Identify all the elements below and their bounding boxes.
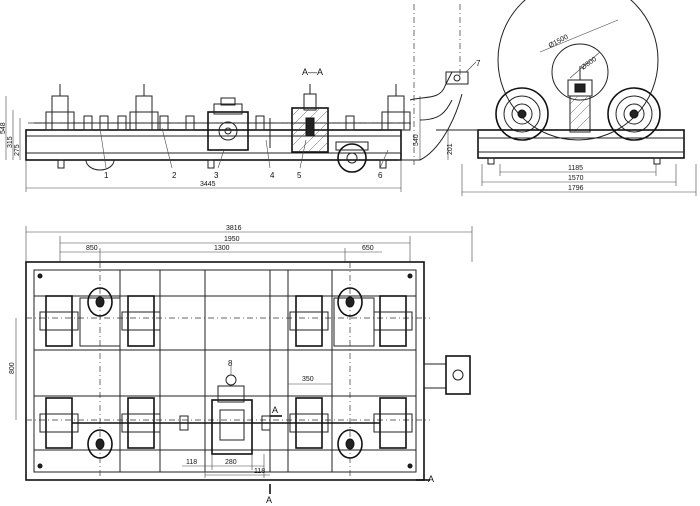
- dim-roller-dia: Ø800: [580, 56, 598, 72]
- wheel-section: [335, 141, 369, 173]
- left-roller: [495, 87, 549, 141]
- gear-section: [291, 84, 329, 153]
- part-number-4: 4: [270, 171, 275, 180]
- bearing-pedestal: [129, 84, 159, 131]
- section-mark-a: A: [272, 405, 278, 415]
- dim-height-315: 315: [7, 136, 14, 148]
- gear-disc: [337, 429, 363, 459]
- dim-height-275: 275: [14, 144, 21, 156]
- gear-disc: [337, 287, 363, 317]
- section-mark-a: A: [266, 495, 272, 505]
- dim-height-548: 548: [0, 122, 7, 134]
- roller-assembly: [39, 295, 121, 347]
- roller-assembly: [121, 295, 161, 347]
- part-number-8: 8: [228, 359, 233, 368]
- bearing-pedestal: [45, 84, 75, 131]
- dim-overall-length: 3445: [200, 181, 216, 188]
- workpiece-circle: [497, 0, 659, 141]
- right-roller: [607, 87, 661, 141]
- dim-plan-280: 280: [225, 459, 237, 466]
- dim-plan-850: 850: [86, 245, 98, 252]
- part-number-5: 5: [297, 171, 302, 180]
- part-number-1: 1: [104, 171, 109, 180]
- roller-assembly: [289, 295, 329, 347]
- dim-side-width-1570: 1570: [568, 175, 584, 182]
- dim-side-width-1796: 1796: [568, 185, 584, 192]
- plan-frame: [25, 261, 425, 481]
- section-title: A—A: [302, 67, 323, 77]
- part-number-6: 6: [378, 171, 383, 180]
- side-motor: [445, 355, 471, 395]
- bearing-pedestal: [381, 84, 411, 131]
- central-gearbox: [211, 374, 253, 455]
- section-mark-a: A: [428, 474, 434, 484]
- dim-plan-118-right: 118: [254, 468, 265, 475]
- part-number-3: 3: [214, 171, 219, 180]
- gear-disc: [87, 429, 113, 459]
- dim-plan-1950: 1950: [224, 236, 240, 243]
- side-view: Ø1500 Ø800 7 2: [436, 0, 697, 196]
- dim-height-540: 540: [413, 134, 420, 146]
- dim-plan-1300: 1300: [214, 245, 230, 252]
- dim-plan-650: 650: [362, 245, 374, 252]
- dim-plan-118-left: 118: [186, 459, 197, 466]
- dim-height-201: 201: [447, 143, 454, 155]
- gear-disc: [87, 287, 113, 317]
- plan-view: 3816 1950 1300 850 650: [9, 225, 473, 505]
- dim-side-width-1185: 1185: [568, 165, 583, 172]
- gearbox: [207, 97, 249, 151]
- dim-plan-overall: 3816: [226, 225, 242, 232]
- front-elevation: 1 2 3 4 5 6 3445 548 315 275 A—A 540: [0, 67, 421, 192]
- part-number-2: 2: [172, 171, 177, 180]
- dim-plan-350: 350: [302, 376, 314, 383]
- roller-assembly: [333, 295, 413, 347]
- part-number-7: 7: [476, 59, 481, 68]
- dim-plan-800: 800: [9, 362, 16, 374]
